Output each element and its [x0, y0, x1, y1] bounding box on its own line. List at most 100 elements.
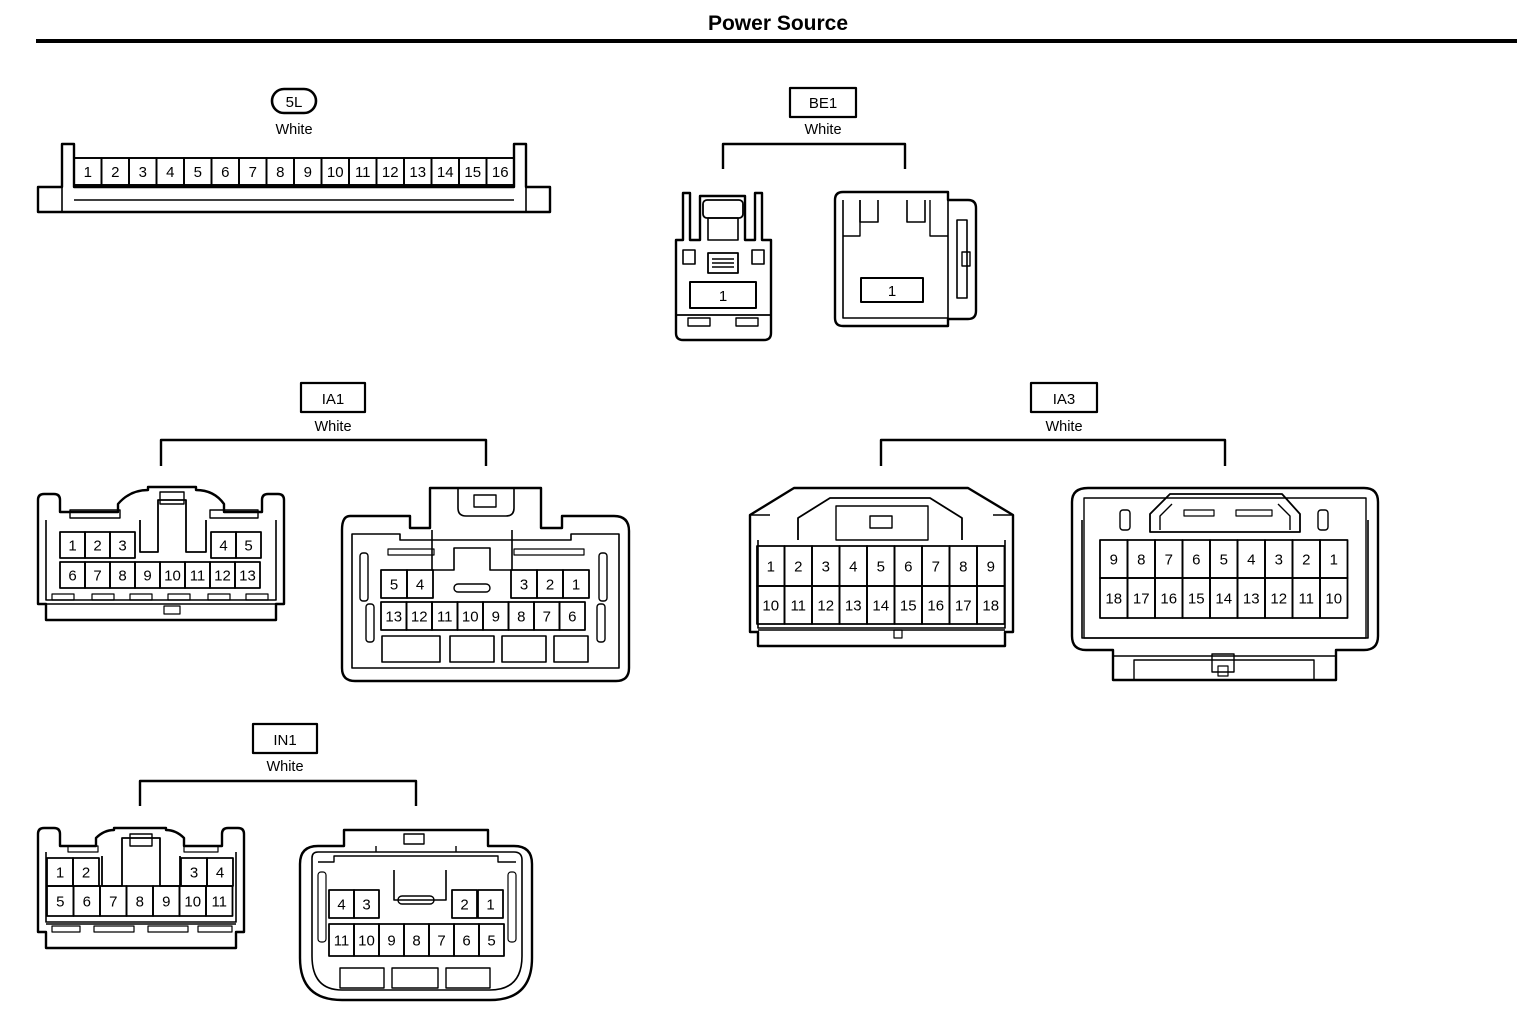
connector-id-ia3: IA3 [1053, 391, 1076, 408]
pin-c5l-pins-16: 16 [492, 164, 509, 181]
female-housing-be1: 1 [833, 190, 978, 328]
pin-ia3-male-bottom-10: 10 [762, 598, 779, 615]
pin-ia1-male-bottom-10: 10 [164, 568, 181, 585]
connector-id-be1: BE1 [809, 95, 837, 112]
pin-ia1-female-top-1: 1 [572, 577, 580, 594]
pin-ia1-male-top-4: 4 [219, 538, 227, 555]
pin-c5l-pins-1: 1 [84, 164, 92, 181]
pin-c5l-pins-2: 2 [111, 164, 119, 181]
pin-in1-female-bottom-7: 7 [437, 933, 445, 950]
pin-ia3-male-top-5: 5 [877, 559, 885, 576]
pin-ia3-male-top-3: 3 [822, 559, 830, 576]
connector-color-5l: White [275, 122, 312, 138]
pin-ia1-male-bottom-13: 13 [239, 568, 256, 585]
pin-in1-female-bottom-6: 6 [462, 933, 470, 950]
pin-ia3-male-top-7: 7 [932, 559, 940, 576]
pin-in1-male-top-3: 3 [190, 865, 198, 882]
pin-ia1-male-top-3: 3 [118, 538, 126, 555]
pin-ia1-male-top-5-cell [235, 531, 262, 559]
pin-c5l-pins-10: 10 [327, 164, 344, 181]
pin-in1-male-bottom-7: 7 [109, 894, 117, 911]
pin-in1-female-top-2-cell [451, 889, 478, 919]
pin-in1-male-bottom-11-cell [205, 885, 234, 917]
pin-ia3-female-bottom-17: 17 [1133, 591, 1150, 608]
pin-ia1-female-bottom-6: 6 [568, 609, 576, 626]
pin-in1-female-bottom-10: 10 [358, 933, 375, 950]
pin-ia3-female-bottom-11: 11 [1298, 591, 1314, 608]
pin-be1-female-1: 1 [888, 283, 896, 300]
pin-ia1-male-top-2: 2 [93, 538, 101, 555]
pin-ia1-female-top-4-cell [406, 569, 434, 599]
pin-ia1-male-bottom-11: 11 [190, 568, 206, 585]
pin-c5l-pins-11: 11 [355, 164, 371, 181]
bracket-be1 [721, 142, 907, 169]
pin-in1-female-top-3: 3 [362, 897, 370, 914]
pin-ia1-female-bottom-13: 13 [385, 609, 402, 626]
pin-ia3-male-top-8: 8 [959, 559, 967, 576]
pin-c5l-pins-16-cell [485, 157, 515, 186]
pin-ia3-male-bottom-12: 12 [817, 598, 834, 615]
pin-ia3-female-bottom-14: 14 [1215, 591, 1232, 608]
pin-c5l-pins-14: 14 [437, 164, 454, 181]
pin-c5l-pins-8: 8 [276, 164, 284, 181]
pin-ia3-male-bottom-13: 13 [845, 598, 862, 615]
pin-ia3-male-bottom-14: 14 [872, 598, 889, 615]
pin-c5l-pins-3: 3 [139, 164, 147, 181]
pin-in1-female-bottom-5-cell [478, 923, 505, 957]
pin-in1-female-bottom-9: 9 [387, 933, 395, 950]
pin-c5l-pins-15: 15 [464, 164, 481, 181]
bracket-in1 [138, 779, 418, 806]
pin-ia1-female-bottom-6-cell [558, 601, 586, 631]
pin-ia3-female-top-6: 6 [1192, 552, 1200, 569]
connector-id-5l: 5L [286, 94, 303, 111]
pin-ia3-female-top-5: 5 [1220, 552, 1228, 569]
pin-ia3-female-top-4: 4 [1247, 552, 1255, 569]
pin-c5l-pins-9: 9 [304, 164, 312, 181]
pin-ia3-male-top-9: 9 [987, 559, 995, 576]
pin-ia3-female-top-8: 8 [1137, 552, 1145, 569]
connector-color-ia1: White [314, 419, 351, 435]
pin-in1-female-top-1: 1 [486, 897, 494, 914]
pin-in1-male-bottom-8: 8 [136, 894, 144, 911]
pin-ia1-male-bottom-9: 9 [143, 568, 151, 585]
pin-ia1-female-bottom-7: 7 [543, 609, 551, 626]
pin-ia1-male-bottom-12: 12 [214, 568, 231, 585]
connector-id-box-in1 [251, 722, 319, 755]
pin-in1-male-bottom-9: 9 [162, 894, 170, 911]
pin-ia3-female-bottom-13: 13 [1243, 591, 1260, 608]
connector-id-box-be1 [788, 86, 858, 119]
pin-in1-male-bottom-5: 5 [56, 894, 64, 911]
pin-ia1-male-bottom-8: 8 [118, 568, 126, 585]
pin-in1-female-bottom-5: 5 [487, 933, 495, 950]
pin-c5l-pins-4: 4 [166, 164, 174, 181]
pin-in1-female-top-2: 2 [460, 897, 468, 914]
pin-ia3-male-bottom-15: 15 [900, 598, 917, 615]
pin-ia1-female-bottom-12: 12 [411, 609, 428, 626]
pin-c5l-pins-6: 6 [221, 164, 229, 181]
pin-ia3-female-bottom-10: 10 [1325, 591, 1342, 608]
pin-in1-female-top-1-cell [477, 889, 504, 919]
connector-id-in1: IN1 [273, 732, 296, 749]
connector-id-ia1: IA1 [322, 391, 345, 408]
page-title: Power Source [707, 12, 849, 35]
connector-color-be1: White [804, 122, 841, 138]
pin-ia1-female-top-2: 2 [546, 577, 554, 594]
pin-in1-female-bottom-11: 11 [334, 933, 350, 950]
connector-id-box-ia3 [1029, 381, 1099, 414]
pin-c5l-pins-12: 12 [382, 164, 399, 181]
housing-5l [36, 142, 552, 214]
pin-ia3-female-bottom-12: 12 [1270, 591, 1287, 608]
pin-in1-male-bottom-6: 6 [83, 894, 91, 911]
pin-in1-male-bottom-10: 10 [184, 894, 201, 911]
pin-ia3-female-top-7: 7 [1165, 552, 1173, 569]
